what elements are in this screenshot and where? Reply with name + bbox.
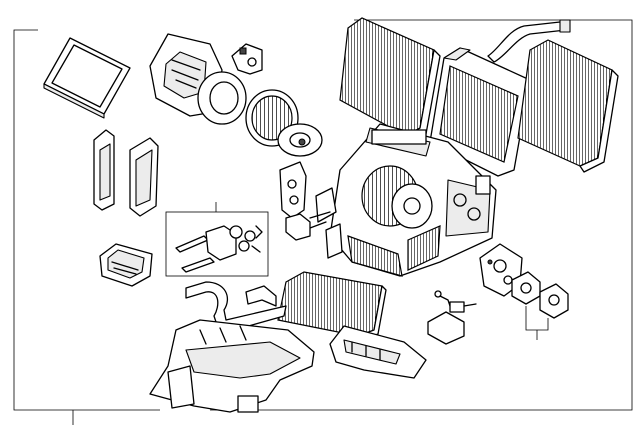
sensor: [427, 290, 465, 345]
heater-core-small: [185, 271, 387, 341]
seal-strips: [93, 129, 159, 217]
heater-core: [429, 47, 531, 177]
hvac-case-assembly: [309, 123, 497, 277]
actuator-kit: [165, 202, 269, 277]
connector: [449, 301, 477, 313]
mode-linkage-bracket: [279, 161, 307, 219]
mounting-bracket: [231, 43, 263, 75]
resistor: [99, 243, 153, 287]
cabin-air-filter: [43, 37, 131, 119]
frame-outline: [13, 19, 633, 425]
blower-motor: [245, 89, 323, 157]
seal-ring: [285, 213, 311, 241]
particulate-filter: [339, 17, 441, 143]
blower-housing: [149, 33, 247, 125]
lower-case: [149, 319, 315, 413]
drain-tray: [329, 325, 427, 379]
temp-actuators: [511, 271, 569, 340]
evaporator-core: [487, 19, 619, 173]
